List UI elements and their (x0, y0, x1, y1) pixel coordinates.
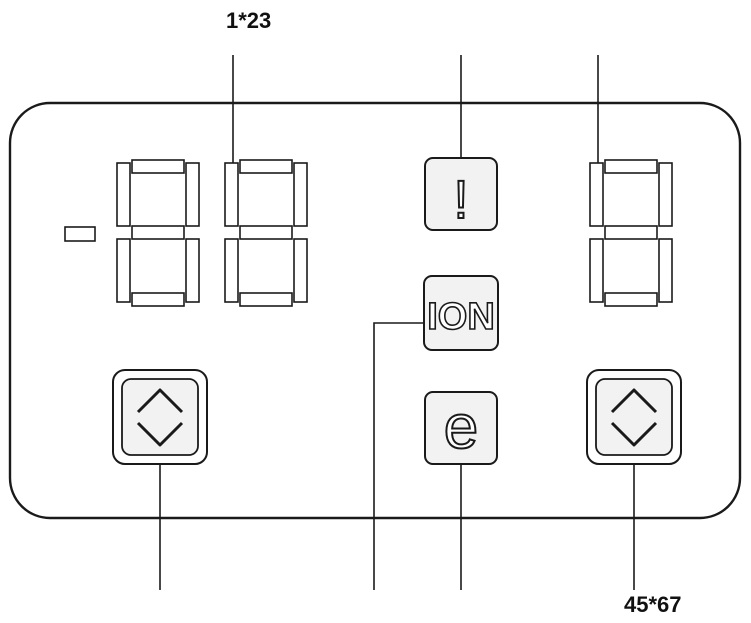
right-adjust-button-inner (595, 378, 673, 456)
digit-2-segment-upper-left (224, 162, 239, 227)
right-adjust-button[interactable] (586, 369, 682, 465)
digit-3-segment-bottom (604, 292, 658, 307)
ion-indicator: ION (423, 275, 499, 351)
eco-button[interactable]: e (424, 391, 498, 465)
left-adjust-button-inner (121, 378, 199, 456)
digit-3-segment-top (604, 159, 658, 174)
callout-label-bottom: 45*67 (624, 592, 682, 617)
eco-symbol: e (444, 393, 478, 462)
alarm-symbol: ! (453, 170, 468, 230)
up-down-chevron-icon (610, 388, 658, 447)
digit-1-segment-lower-left (116, 238, 131, 303)
alarm-indicator: ! (424, 157, 498, 231)
digit-1-segment-bottom (131, 292, 185, 307)
digit-1-segments (116, 159, 200, 307)
digit-2-segment-middle (239, 225, 293, 240)
digit-1-segment-middle (131, 225, 185, 240)
digit-2-segments (224, 159, 308, 307)
minus-segment (64, 226, 96, 242)
digit-2-segment-top (239, 159, 293, 174)
ion-label: ION (427, 296, 495, 338)
up-down-chevron-icon (136, 388, 184, 447)
eco-button-frame[interactable] (424, 391, 498, 465)
left-adjust-button[interactable] (112, 369, 208, 465)
digit-3-segment-lower-right (658, 238, 673, 303)
digit-3-segment-middle (604, 225, 658, 240)
digit-2-segment-bottom (239, 292, 293, 307)
digit-2-segment-upper-right (293, 162, 308, 227)
digit-3-segment-upper-right (658, 162, 673, 227)
digit-3-segments (589, 159, 673, 307)
digit-2-segment-lower-right (293, 238, 308, 303)
digit-1-segment-top (131, 159, 185, 174)
alarm-indicator-frame (424, 157, 498, 231)
digit-1-segment-lower-right (185, 238, 200, 303)
callout-label-top: 1*23 (226, 8, 272, 33)
digit-2-segment-lower-left (224, 238, 239, 303)
digit-1-segment-upper-right (185, 162, 200, 227)
digit-1-segment-upper-left (116, 162, 131, 227)
digit-3-segment-lower-left (589, 238, 604, 303)
digit-3-segment-upper-left (589, 162, 604, 227)
ion-indicator-frame (423, 275, 499, 351)
leader-line-bottom-ion-inner (373, 322, 424, 518)
